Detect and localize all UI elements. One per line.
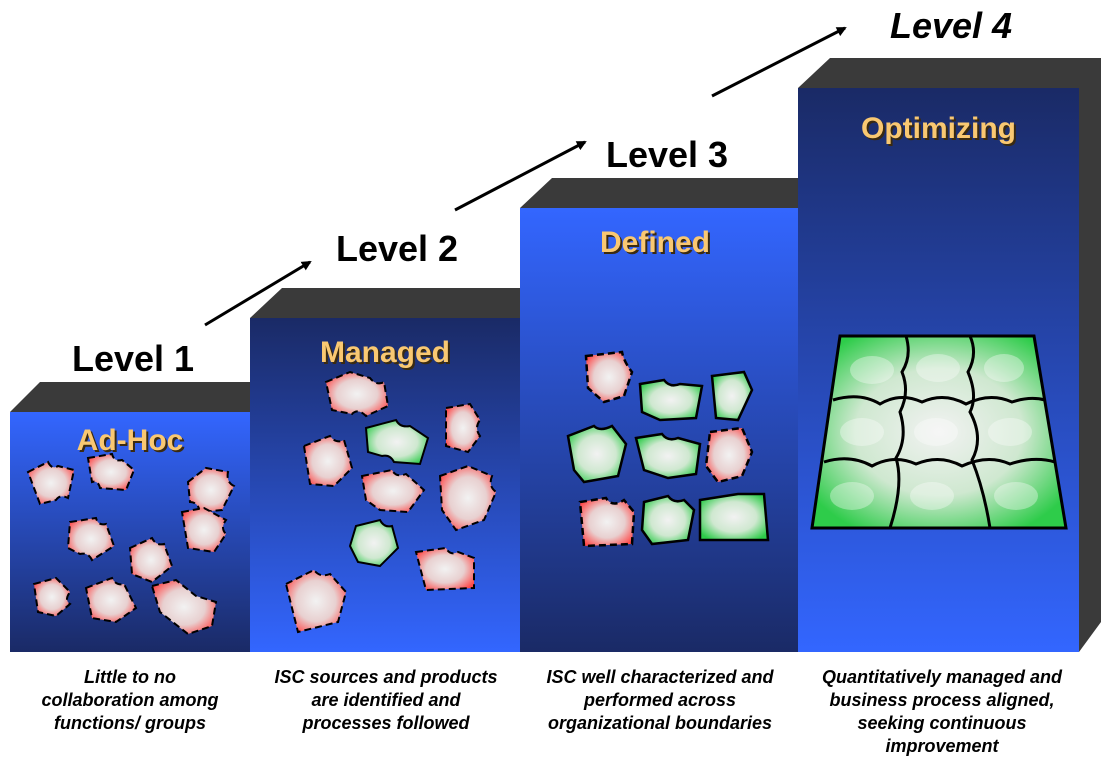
puzzle-piece-shading bbox=[830, 354, 1038, 510]
level-1-heading: Level 1 bbox=[72, 338, 195, 379]
level-2-title: Managed bbox=[319, 336, 451, 369]
level-4-title: Optimizing bbox=[861, 112, 1016, 145]
scattered-red-puzzle-pieces-icon bbox=[26, 452, 236, 636]
level-1-caption: Little to no collaboration among functio… bbox=[41, 667, 219, 733]
arrow-icon bbox=[204, 260, 312, 327]
level-3-title: Defined bbox=[599, 226, 710, 259]
level-3-caption: ISC well characterized and performed acr… bbox=[546, 667, 774, 733]
level-4-caption: Quantitatively managed and business proc… bbox=[821, 667, 1063, 756]
partially-assembled-puzzle-icon bbox=[566, 350, 770, 548]
mixed-puzzle-pieces-icon bbox=[284, 370, 498, 634]
assembled-green-puzzle-icon bbox=[810, 334, 1068, 530]
arrow-icon bbox=[454, 140, 587, 212]
arrow-icon bbox=[711, 26, 847, 98]
level-4-heading: Level 4 bbox=[890, 5, 1013, 46]
level-2-caption: ISC sources and products are identified … bbox=[274, 667, 498, 733]
level-3-heading: Level 3 bbox=[606, 134, 729, 175]
level-1-title: Ad-Hoc bbox=[76, 424, 184, 457]
level-3-box bbox=[520, 178, 830, 652]
level-2-heading: Level 2 bbox=[336, 228, 459, 269]
